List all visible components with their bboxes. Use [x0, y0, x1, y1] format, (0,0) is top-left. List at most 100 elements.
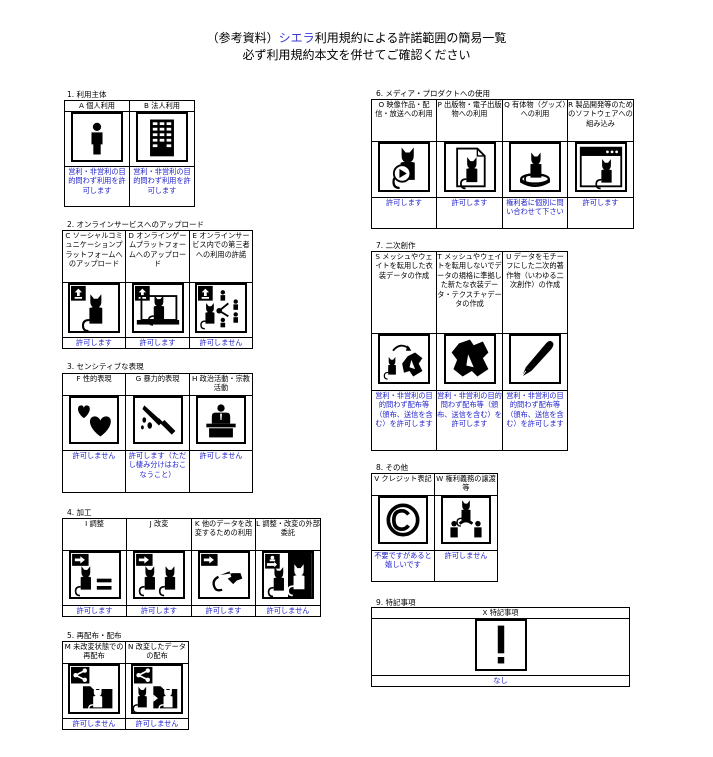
page-title: （参考資料）シエラ利用規約による許諾範囲の簡易一覧 — [0, 30, 713, 46]
section-table-online-upload: C ソーシャルコミュニケーションプラットフォームへのアップロード D オンライン… — [62, 230, 253, 349]
publication-icon — [443, 142, 496, 192]
software-icon — [574, 142, 627, 192]
item-status: 許可します — [567, 197, 634, 229]
exclamation-icon — [474, 619, 527, 671]
section-table-usage-subject: A 個人利用 B 法人利用 営利・非営利の目的問わず利 — [64, 100, 195, 207]
item-status: 許可します — [371, 197, 437, 229]
item-status: 許可します — [436, 197, 503, 229]
section-label: 4. 加工 — [67, 508, 92, 517]
clothing-transfer-icon — [378, 334, 430, 384]
item-header: F 性的表現 — [62, 373, 126, 396]
item-status: 許可しません — [125, 718, 189, 730]
icon-cell — [125, 663, 189, 719]
section-table-redistribution: M 未改変状態での再配布 N 改変したデータの配布 許可しません 許可しません — [62, 641, 189, 730]
distribute-modified-icon — [131, 664, 183, 714]
item-status: 営利・非営利の目的問わず利用を許可します — [64, 166, 130, 207]
item-header: B 法人利用 — [129, 100, 195, 112]
section-label: 9. 特記事項 — [376, 598, 416, 607]
hearts-icon — [69, 396, 119, 444]
section-table-sensitive: F 性的表現 G 暴力的表現 H 政治活動・宗教活動 許可しません 許可します（… — [62, 373, 253, 493]
use-for-other-data-icon — [197, 551, 250, 599]
section-label: 8. その他 — [376, 463, 409, 472]
item-status: 営利・非営利の目的問わず配布等（頒布、送信を含む）を許可します — [371, 390, 437, 451]
icon-cell — [125, 282, 190, 338]
transfer-rights-icon — [441, 496, 491, 544]
item-header: T メッシュやウェイトを転用しないでデータの規格に準拠した新たな衣装データ・テク… — [436, 251, 503, 334]
section-table-other: V クレジット表記 W 権利義務の譲渡等 不要ですがあると嬉しいです 許可しませ… — [371, 473, 498, 582]
podium-icon — [196, 396, 246, 444]
item-header: I 調整 — [62, 518, 127, 551]
section-label: 6. メディア・プロダクトへの使用 — [376, 89, 491, 98]
section-label: 5. 再配布・配布 — [67, 631, 122, 640]
item-status: 許可します — [191, 605, 256, 617]
item-status: 許可しません — [62, 718, 126, 730]
item-status: 営利・非営利の目的問わず配布等（頒布、送信を含む）を許可します — [436, 390, 503, 451]
item-header: X 特記事項 — [371, 607, 630, 619]
section-table-media-product: O 映像作品・配信・放送への利用 P 出版物・電子出版物への利用 Q 有体物（グ… — [371, 99, 634, 229]
item-header: A 個人利用 — [64, 100, 130, 112]
person-icon — [71, 112, 123, 162]
item-header: L 調整・改変の外部委託 — [255, 518, 321, 551]
clothing-icon — [443, 334, 496, 384]
icon-cell — [125, 395, 190, 451]
item-status: 許可します — [126, 605, 192, 617]
item-status: 許可します（ただし棲み分けはおこなうこと） — [125, 450, 190, 493]
redistribute-icon — [68, 664, 120, 714]
item-header: V クレジット表記 — [371, 473, 435, 496]
item-status: 許可しません — [62, 450, 126, 493]
icon-cell — [189, 395, 253, 451]
copyright-icon — [378, 496, 428, 544]
item-status: 営利・非営利の目的問わず利用を許可します — [129, 166, 195, 207]
icon-cell — [255, 550, 321, 606]
item-header: W 権利義務の譲渡等 — [434, 473, 498, 496]
section-table-modification: I 調整 J 改変 K 他のデータを改変するための利用 L 調整・改変の外部委託 — [62, 518, 321, 617]
icon-cell — [434, 495, 498, 551]
item-status: 許可します — [62, 605, 127, 617]
item-header: Q 有体物（グッズ）への利用 — [502, 99, 568, 142]
section-table-derivative: S メッシュやウェイトを転用した衣装データの作成 T メッシュやウェイトを転用し… — [371, 251, 568, 451]
item-status: 許可しません — [189, 337, 253, 349]
icon-cell — [371, 333, 437, 391]
item-header: P 出版物・電子出版物への利用 — [436, 99, 503, 142]
item-header: R 製品開発等のためのソフトウェアへの組み込み — [567, 99, 634, 142]
pen-icon — [509, 334, 561, 384]
item-status: なし — [371, 675, 630, 687]
item-status: 許可しません — [189, 450, 253, 493]
icon-cell — [64, 111, 130, 167]
icon-cell — [126, 550, 192, 606]
icon-cell — [371, 141, 437, 198]
item-header: O 映像作品・配信・放送への利用 — [371, 99, 437, 142]
title-prefix: （参考資料） — [206, 31, 279, 45]
icon-cell — [189, 282, 253, 338]
knife-icon — [132, 396, 183, 444]
title-accent: シエラ — [278, 31, 315, 45]
page-subtitle: 必ず利用規約本文を併せてご確認ください — [242, 48, 471, 62]
icon-cell — [62, 550, 127, 606]
item-header: J 改変 — [126, 518, 192, 551]
item-status: 許可します — [125, 337, 190, 349]
upload-social-icon — [68, 283, 120, 333]
item-header: U データをモチーフにした二次的著作物（いわゆる二次創作）の作成 — [502, 251, 568, 334]
item-status: 権利者に個別に問い合わせて下さい — [502, 197, 568, 229]
icon-cell — [502, 141, 568, 198]
item-status: 許可します — [62, 337, 126, 349]
icon-cell — [567, 141, 634, 198]
upload-game-icon — [131, 283, 184, 333]
section-table-special-notes: X 特記事項 なし — [371, 607, 630, 687]
icon-cell — [62, 395, 126, 451]
share-third-party-icon — [195, 283, 247, 333]
item-header: S メッシュやウェイトを転用した衣装データの作成 — [371, 251, 437, 334]
section-label: 1. 利用主体 — [67, 90, 107, 99]
item-header: N 改変したデータの配布 — [125, 641, 189, 664]
item-status: 営利・非営利の目的問わず配布等（頒布、送信を含む）を許可します — [502, 390, 568, 451]
icon-cell — [129, 111, 195, 167]
icon-cell — [502, 333, 568, 391]
item-status: 許可しません — [434, 550, 498, 582]
goods-icon — [509, 142, 561, 192]
item-header: E オンラインサービス内での第三者への利用の許諾 — [189, 230, 253, 283]
section-label: 7. 二次創作 — [376, 241, 416, 250]
adjust-icon — [68, 551, 121, 599]
title-suffix: 利用規約による許諾範囲の簡易一覧 — [314, 31, 507, 45]
item-status: 許可しません — [255, 605, 321, 617]
building-icon — [136, 112, 188, 162]
